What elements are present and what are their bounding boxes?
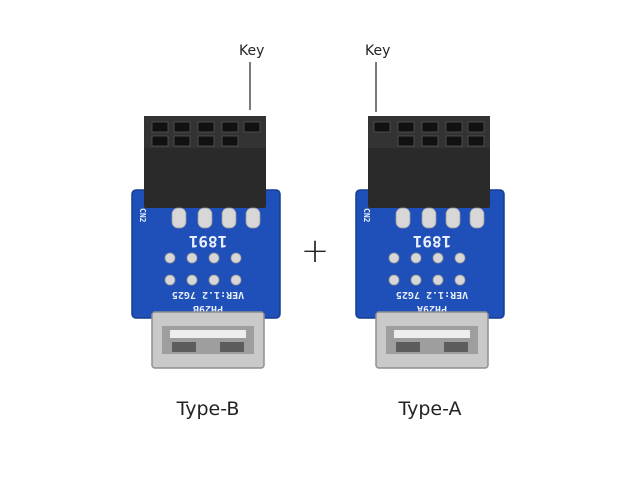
pcb-silk-mark: 1891 [189,232,228,251]
key-callout-left: Key [239,43,265,59]
pcb-model-text: PH29A [417,303,447,314]
adapter-type-b-image: 1891 CN2 VER:1.2 7G25 PH29B [131,62,281,369]
adapter-type-a-image: 1891 CN2 VER:1.2 7G25 PH29A [355,62,505,369]
pcb-version-text: VER:1.2 7G25 [396,289,468,300]
caption-type-b: Type-B [176,398,240,420]
pcb-connector-label: CN2 [362,208,371,223]
key-callout-right: Key [365,43,391,59]
caption-type-a: Type-A [398,398,462,420]
pcb-version-text: VER:1.2 7G25 [172,289,244,300]
pcb-model-text: PH29B [193,303,223,314]
pcb-connector-label: CN2 [138,208,147,223]
pcb-silk-mark: 1891 [413,232,452,251]
plus-separator: + [300,231,330,271]
